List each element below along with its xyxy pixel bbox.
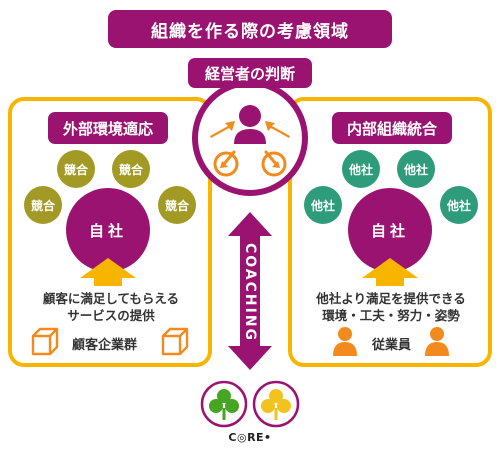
self-company-label: 自社	[370, 221, 409, 240]
internal-integration-heading: 内部組織統合	[332, 112, 452, 144]
external-adaptation-heading: 外部環境適応	[48, 112, 168, 144]
box-icon	[161, 327, 189, 356]
up-arrow-icon	[362, 258, 418, 286]
diagram-title-text: 組織を作る際の考慮領域	[151, 21, 349, 42]
self-company-label: 自社	[88, 221, 127, 240]
client-group-text: 顧客企業群	[72, 338, 138, 353]
other-company-label: 他社	[446, 198, 471, 213]
executive-illustration	[210, 105, 290, 177]
other-company-label: 他社	[348, 162, 373, 177]
other-company-circle: 他社	[342, 150, 380, 188]
competitor-label: 競合	[164, 198, 189, 213]
internal-description: 他社より満足を提供できる 環境・工夫・努力・姿勢	[296, 290, 486, 324]
executive-decision-label: 経営者の判断	[188, 58, 312, 88]
green-clover-icon	[209, 389, 239, 420]
competitor-circle: 競合	[24, 186, 62, 224]
employee-icon	[425, 327, 449, 356]
competitor-circle: 競合	[112, 150, 150, 188]
internal-description-line: 環境・工夫・努力・姿勢	[322, 308, 460, 323]
other-company-circle: 他社	[304, 186, 342, 224]
external-description-line: 顧客に満足してもらえる	[42, 291, 180, 306]
yellow-clover-icon	[261, 389, 291, 420]
competitor-label: 競合	[63, 162, 88, 177]
internal-description-line: 他社より満足を提供できる	[316, 291, 466, 306]
external-description: 顧客に満足してもらえる サービスの提供	[16, 290, 206, 324]
employee-group-label: 従業員	[372, 334, 411, 353]
employee-group-text: 従業員	[372, 338, 412, 353]
coaching-text: COACHING	[242, 243, 258, 343]
coaching-label: COACHING	[240, 238, 260, 348]
other-company-circle: 他社	[440, 186, 478, 224]
client-group-label: 顧客企業群	[72, 334, 137, 353]
external-description-line: サービスの提供	[67, 308, 155, 323]
external-adaptation-heading-text: 外部環境適応	[62, 119, 153, 138]
person-icon	[234, 105, 266, 144]
diagram-title: 組織を作る際の考慮領域	[108, 10, 392, 48]
box-icon	[31, 327, 59, 356]
employee-icon	[333, 327, 357, 356]
clover-logo	[200, 380, 300, 428]
core-logo-text: C◎RE•	[224, 431, 276, 444]
coaching-double-arrow	[228, 212, 272, 370]
competitor-label: 競合	[118, 162, 143, 177]
executive-decision-text: 経営者の判断	[204, 64, 295, 83]
executive-circle	[192, 80, 308, 196]
competitor-label: 競合	[30, 198, 55, 213]
competitor-circle: 競合	[158, 186, 196, 224]
other-company-circle: 他社	[397, 150, 435, 188]
inward-arrow-icons	[210, 121, 290, 138]
other-company-label: 他社	[403, 162, 428, 177]
up-arrow-icon	[80, 258, 136, 286]
other-company-label: 他社	[310, 198, 335, 213]
competitor-circle: 競合	[57, 150, 95, 188]
internal-integration-heading-text: 内部組織統合	[346, 119, 437, 138]
core-logo-label: C◎RE•	[228, 431, 272, 444]
outward-arrow-icons	[213, 150, 287, 177]
